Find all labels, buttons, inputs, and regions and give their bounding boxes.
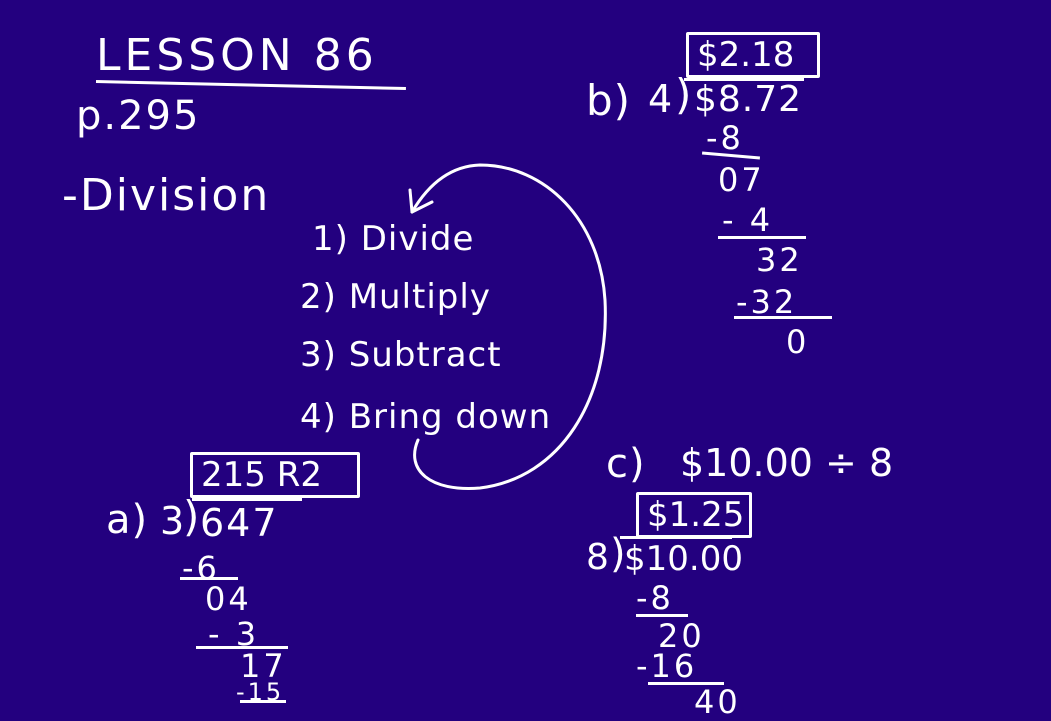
step-multiply: 2) Multiply [300,277,491,317]
problem-b-divisor: 4 [648,77,674,121]
problem-c-vinculum [620,536,732,539]
problem-b-work-5: -32 [736,283,798,321]
problem-c-dividend: $10.00 [624,539,743,579]
step-subtract: 3) Subtract [300,335,502,375]
problem-a-vinculum [192,498,302,501]
problem-c-work-3: -16 [636,647,698,685]
problem-b-work-2: 07 [718,161,765,199]
lesson-title: LESSON 86 [96,30,378,81]
problem-c-quotient: $1.25 [647,495,745,535]
topic-heading: -Division [62,170,271,221]
problem-b-rule-2 [718,236,806,239]
problem-c-work-2: 20 [658,617,705,655]
title-underline [95,80,406,91]
problem-a-quotient-box: 215 R2 [190,452,360,498]
problem-b-quotient: $2.18 [697,35,795,75]
problem-a-dividend: 647 [200,501,279,545]
problem-a-rule-1 [180,577,238,580]
problem-c-expression: $10.00 ÷ 8 [680,441,894,485]
problem-b-work-6: 0 [786,323,810,361]
problem-b-label: b) [586,76,632,125]
division-bracket: ) [183,492,201,541]
page-reference: p.295 [76,93,201,139]
problem-a-work-3: - 3 [208,615,260,653]
problem-c-rule-2 [648,682,724,685]
problem-a-work-2: 04 [205,580,252,618]
problem-c-work-4: 40 [694,683,741,721]
problem-c-rule-1 [636,614,688,617]
problem-c-quotient-box: $1.25 [636,492,752,538]
problem-b-rule-3 [734,316,832,319]
problem-a-rule-3 [240,700,286,703]
problem-a-rule-2 [196,646,288,649]
problem-c-label: c) [606,441,646,487]
problem-c-divisor: 8 [586,537,610,578]
problem-b-work-3: - 4 [722,201,774,239]
step-divide: 1) Divide [312,219,475,259]
problem-b-quotient-box: $2.18 [686,32,820,78]
problem-a-quotient: 215 R2 [201,455,322,495]
problem-a-label: a) [106,497,149,543]
division-bracket: ) [675,70,693,119]
problem-b-vinculum [684,78,804,81]
step-bring-down: 4) Bring down [300,397,552,437]
division-bracket: ) [610,531,627,577]
problem-c-work-1: -8 [636,579,674,617]
problem-b-dividend: $8.72 [694,79,803,120]
problem-a-divisor: 3 [160,499,186,543]
problem-b-work-4: 32 [756,241,803,279]
problem-a-work-4: 17 [240,647,287,685]
problem-b-work-1: -8 [706,119,744,157]
